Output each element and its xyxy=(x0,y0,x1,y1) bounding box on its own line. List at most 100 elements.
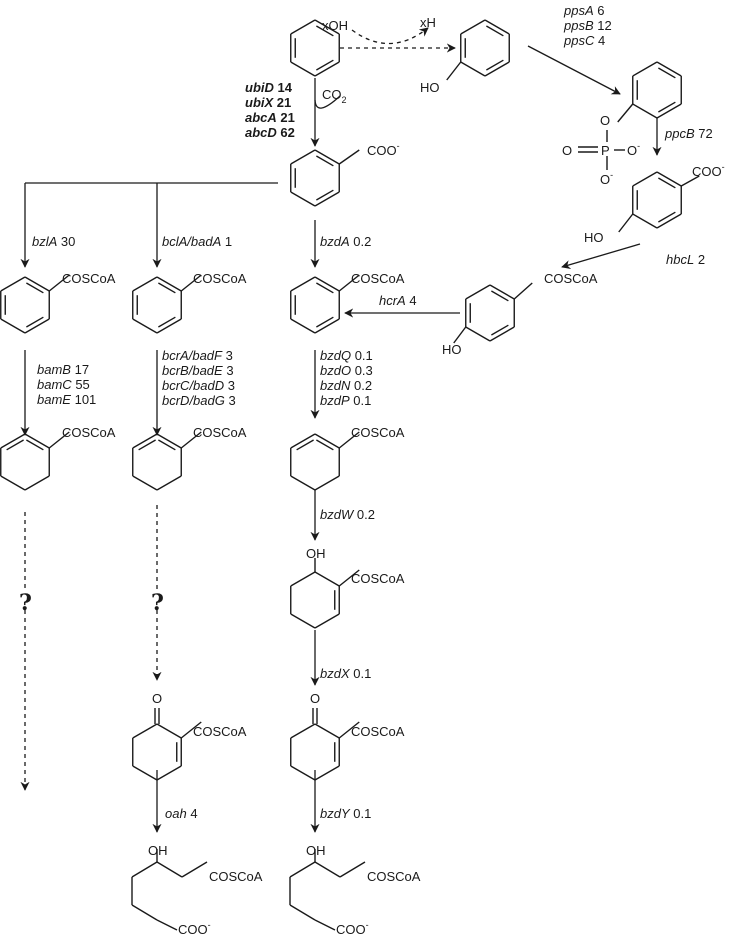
benzoylcoa-3-bond xyxy=(290,276,316,292)
label-oh-1: OH xyxy=(306,546,326,561)
gene-ppcB: ppcB 72 xyxy=(664,126,713,141)
benzoylcoa-coscoa-bond xyxy=(48,274,70,292)
hb-oh-bond xyxy=(618,213,634,233)
hydroxybenzoylcoa-bond xyxy=(465,284,491,300)
phenol-oh-bond xyxy=(446,61,462,81)
gene-labels: ppsA 6 ppsB 12 ppsC 4 ppcB 72 hbcL 2 hcr… xyxy=(32,3,713,821)
label-phosphate-o3: O- xyxy=(627,141,640,158)
phenol-bond xyxy=(484,61,510,77)
dienoylcoa-2-double-bond xyxy=(138,439,156,451)
phenol-bond xyxy=(460,61,486,77)
dienoylcoa-3-bond xyxy=(314,433,340,449)
chain-bond xyxy=(181,861,208,878)
chain-bond xyxy=(289,861,316,878)
label-coscoa-5: COSCoA xyxy=(193,425,247,440)
oxoenoyl-1-bond xyxy=(132,765,158,781)
label-coscoa-4: COSCoA xyxy=(62,425,116,440)
label-coo-3: COO- xyxy=(336,920,369,937)
benzoylcoa-coscoa-bond xyxy=(338,274,360,292)
benzoylcoa-1-bond xyxy=(0,276,26,292)
benzoylcoa-3-bond xyxy=(314,276,340,292)
benzoylcoa-1-bond xyxy=(0,318,26,334)
gene-bzdY: bzdY 0.1 xyxy=(320,806,371,821)
benzoylcoa-1-bond xyxy=(24,276,50,292)
dienoylcoa-3-double-bond xyxy=(296,439,314,451)
benzoylcoa-3-double-bond xyxy=(316,282,334,294)
benzene-bond xyxy=(314,61,340,77)
phenylphosphate-bond xyxy=(656,61,682,77)
phenylphosphate-double-bond xyxy=(658,67,676,79)
label-hydroxybenzoate-ho: HO xyxy=(584,230,604,245)
gene-bzdP: bzdP 0.1 xyxy=(320,393,371,408)
label-coscoa-3: COSCoA xyxy=(351,271,405,286)
chain-bond xyxy=(339,861,366,878)
benzene-bond xyxy=(290,19,316,35)
label-coscoa-9: COSCoA xyxy=(351,724,405,739)
gene-bzdN: bzdN 0.2 xyxy=(320,378,372,393)
question-mark-red: ? xyxy=(19,590,32,616)
benzene-bond xyxy=(314,19,340,35)
hydroxybenzoylcoa-bond xyxy=(489,284,515,300)
benzoylcoa-2-bond xyxy=(156,276,182,292)
benzoylcoa-2-bond xyxy=(132,276,158,292)
oxoenoyl-1-bond xyxy=(156,723,182,739)
gene-bcrD: bcrD/badG 3 xyxy=(162,393,236,408)
benzoylcoa-coscoa-bond xyxy=(180,274,202,292)
gene-bclA: bclA/badA 1 xyxy=(162,234,232,249)
benzoylcoa-1-double-bond xyxy=(26,316,44,328)
phenylphosphate-double-bond xyxy=(658,101,676,113)
dienoylcoa-1-bond xyxy=(0,433,26,449)
gene-bzdO: bzdO 0.3 xyxy=(320,363,373,378)
gene-abcA: abcA 21 xyxy=(245,110,295,125)
oxoenoyl-2-bond xyxy=(314,765,340,781)
atom-labels: xOH xH HO CO2 COO- O O P O- O- COO- HO C… xyxy=(19,15,725,937)
benzoylcoa-2-double-bond xyxy=(158,282,176,294)
label-coscoa-7: COSCoA xyxy=(351,571,405,586)
chain-bond xyxy=(289,904,316,921)
hbc-oh-bond xyxy=(453,326,467,344)
gene-ubiD: ubiD 14 xyxy=(245,80,293,95)
dienoylcoa-1-double-bond xyxy=(6,439,24,451)
oxoenoyl-2-bond xyxy=(314,723,340,739)
benzoylcoa-3-double-bond xyxy=(316,316,334,328)
benzene-bond xyxy=(290,61,316,77)
label-phosphate-o4: O- xyxy=(600,170,613,187)
label-phosphate-o1: O xyxy=(600,113,610,128)
benzoate-double-bond xyxy=(316,189,334,201)
label-phenol-ho: HO xyxy=(420,80,440,95)
phenol-bond xyxy=(460,19,486,35)
dienoylcoa-coscoa-bond xyxy=(48,431,70,449)
label-co2: CO2 xyxy=(322,87,347,105)
phenylphosphate-bond xyxy=(656,103,682,119)
dienoylcoa-3-bond xyxy=(290,475,316,491)
label-coscoa-1: COSCoA xyxy=(62,271,116,286)
hydroxybenzoate-bond xyxy=(656,171,682,187)
gene-abcD: abcD 62 xyxy=(245,125,295,140)
gene-hbcL: hbcL 2 xyxy=(666,252,705,267)
phenol-double-bond xyxy=(486,59,504,71)
dienoylcoa-1-bond xyxy=(0,475,26,491)
benzoate-bond xyxy=(290,191,316,207)
dienoylcoa-1-double-bond xyxy=(26,439,44,451)
dienoylcoa-3-double-bond xyxy=(316,439,334,451)
gene-bzdA: bzdA 0.2 xyxy=(320,234,371,249)
gene-bzlA: bzlA 30 xyxy=(32,234,75,249)
benzoylcoa-1-double-bond xyxy=(26,282,44,294)
dienoylcoa-coscoa-bond xyxy=(180,431,202,449)
label-xoh: xOH xyxy=(322,18,348,33)
oxoenoyl-coscoa-bond xyxy=(338,721,360,739)
label-phosphate-p: P xyxy=(601,143,610,158)
dienoylcoa-3-bond xyxy=(314,475,340,491)
benzoylcoa-2-double-bond xyxy=(158,316,176,328)
arrow-hbcL xyxy=(561,243,641,270)
reaction-arrows xyxy=(20,27,662,833)
oxoenoyl-1-bond xyxy=(132,723,158,739)
label-coscoa-6: COSCoA xyxy=(351,425,405,440)
label-oh-2: OH xyxy=(148,843,168,858)
dienoylcoa-3-bond xyxy=(290,433,316,449)
gene-ppsA: ppsA 6 xyxy=(563,3,605,18)
benzene-double-bond xyxy=(316,59,334,71)
label-coscoa-11: COSCoA xyxy=(367,869,421,884)
hydroxybenzoylcoa-double-bond xyxy=(491,324,509,336)
